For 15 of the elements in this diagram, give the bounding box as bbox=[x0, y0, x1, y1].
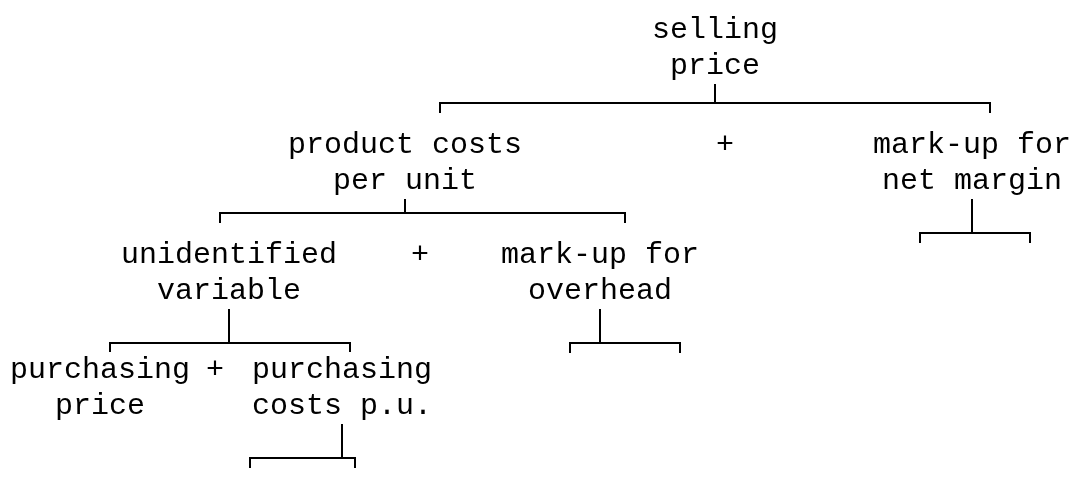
plus-sign: + bbox=[206, 352, 224, 388]
tree-connector bbox=[228, 308, 351, 353]
node-label: unidentified variable bbox=[118, 223, 340, 309]
node-label: product costs per unit bbox=[283, 113, 527, 199]
bracket bbox=[919, 198, 1031, 244]
tree-connector bbox=[714, 83, 991, 114]
bracket bbox=[569, 308, 681, 354]
bracket bbox=[249, 423, 356, 469]
plus-sign: + bbox=[716, 127, 734, 163]
node-label: mark-up for net margin bbox=[869, 113, 1075, 199]
node-label: mark-up for overhead bbox=[497, 223, 703, 309]
node-label: selling price bbox=[615, 12, 815, 84]
node-label: purchasing costs p.u. bbox=[246, 352, 438, 424]
node-label: purchasing price bbox=[4, 352, 196, 424]
plus-sign: + bbox=[411, 237, 429, 273]
